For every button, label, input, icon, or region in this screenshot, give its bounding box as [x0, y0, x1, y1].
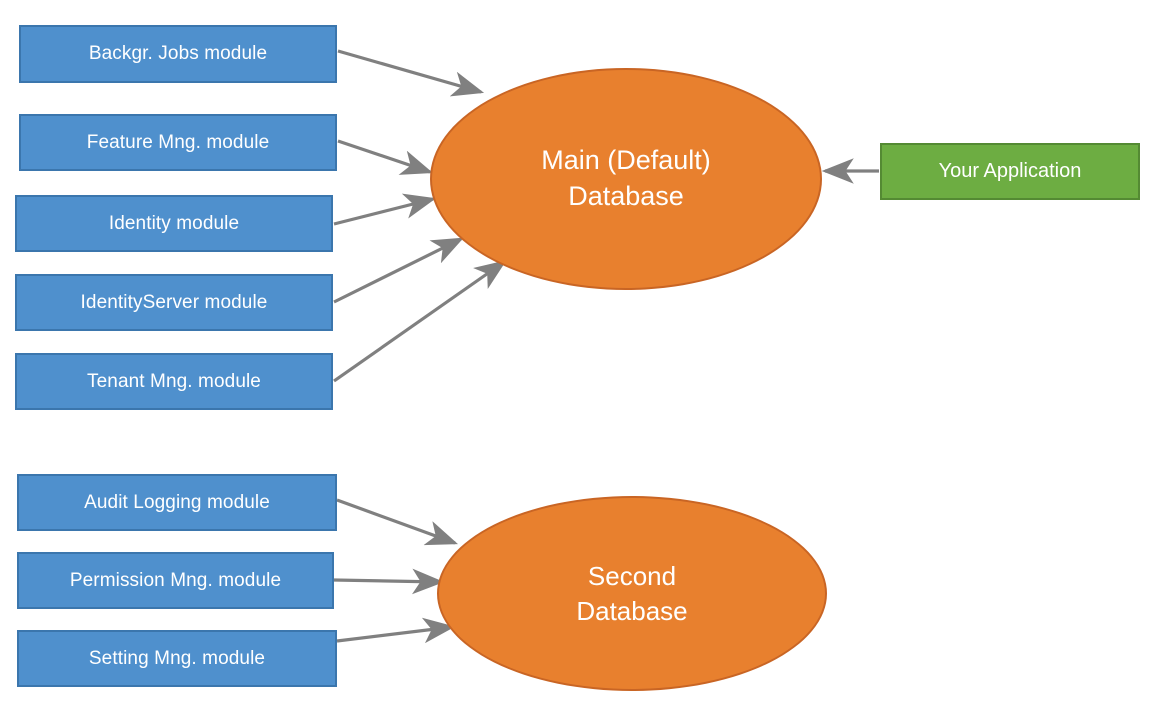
module-box-identityserver[interactable]: IdentityServer module	[15, 274, 333, 331]
module-label: Feature Mng. module	[86, 131, 270, 153]
database-label-line-2: Database	[568, 181, 684, 211]
arrow-tenant-mng-to-main	[333, 260, 507, 383]
arrow-backgr-jobs-to-main	[337, 49, 485, 97]
module-label: Tenant Mng. module	[87, 370, 261, 392]
arrow-setting-mng-to-second	[336, 617, 456, 644]
module-box-audit-logging[interactable]: Audit Logging module	[17, 474, 337, 531]
module-label: IdentityServer module	[80, 291, 268, 313]
arrow-feature-mng-to-main	[337, 139, 434, 175]
database-label-line-2: Database	[576, 595, 688, 626]
module-box-identity[interactable]: Identity module	[15, 195, 333, 252]
module-box-setting-mng[interactable]: Setting Mng. module	[17, 630, 337, 687]
application-label: Your Application	[938, 160, 1082, 182]
module-box-tenant-mng[interactable]: Tenant Mng. module	[15, 353, 333, 410]
database-node-second[interactable]: Second Database	[437, 496, 827, 691]
database-label-line-1: Main (Default)	[541, 145, 711, 176]
module-box-feature-mng[interactable]: Feature Mng. module	[19, 114, 337, 171]
database-label-line-1: Second	[587, 561, 677, 592]
module-box-permission-mng[interactable]: Permission Mng. module	[17, 552, 334, 609]
module-label: Setting Mng. module	[88, 647, 266, 669]
arrow-audit-logging-to-second	[336, 498, 459, 546]
arrow-permission-mng-to-second	[333, 568, 445, 595]
module-label: Permission Mng. module	[69, 569, 282, 591]
module-box-backgr-jobs[interactable]: Backgr. Jobs module	[19, 25, 337, 83]
module-label: Backgr. Jobs module	[88, 43, 268, 64]
application-box[interactable]: Your Application	[880, 143, 1140, 200]
arrow-identity-to-main	[333, 193, 437, 226]
arrow-identityserver-to-main	[333, 237, 464, 304]
module-label: Identity module	[108, 212, 240, 234]
database-node-main[interactable]: Main (Default) Database	[430, 68, 822, 290]
module-label: Audit Logging module	[84, 491, 270, 513]
